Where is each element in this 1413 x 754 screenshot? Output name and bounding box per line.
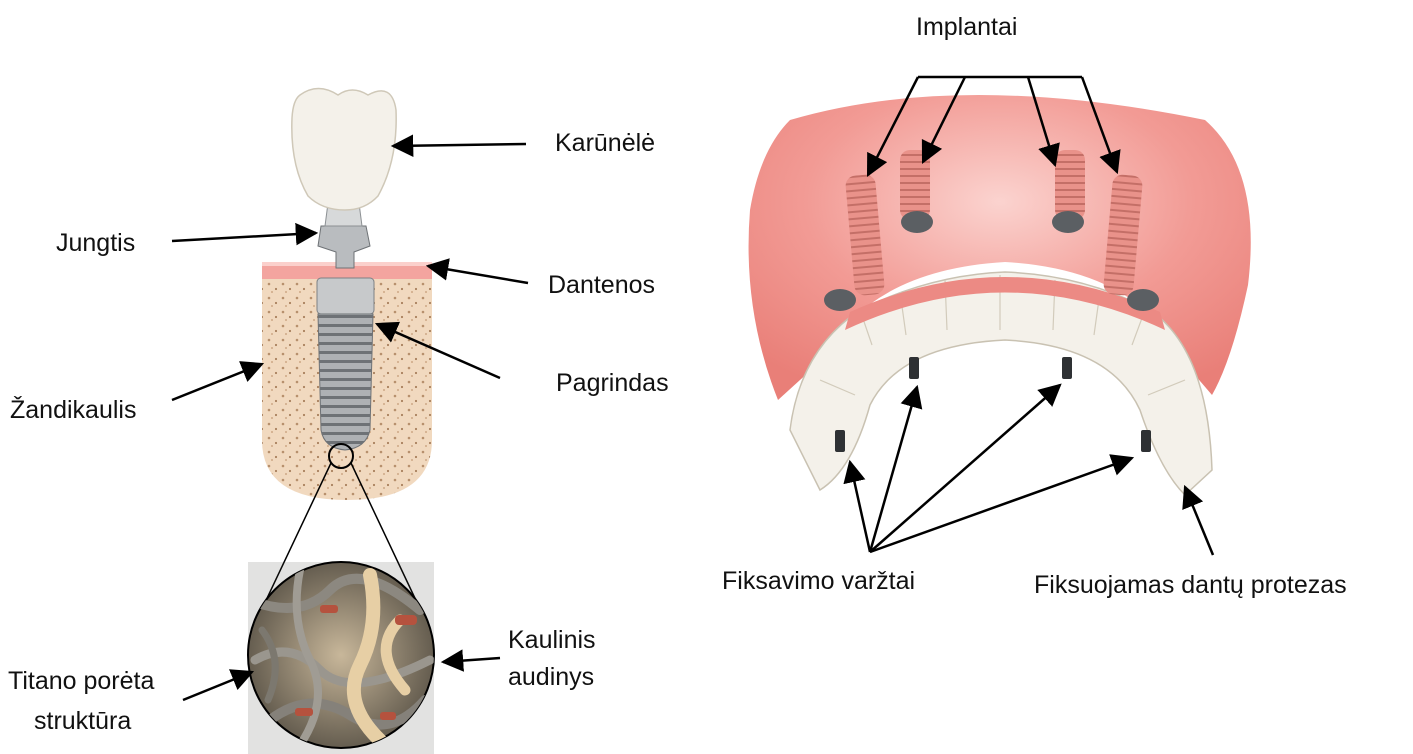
full-arch-illustration — [749, 95, 1251, 495]
label-fixation-screws: Fiksavimo varžtai — [722, 566, 915, 596]
label-bone-tissue-2: audinys — [508, 662, 594, 692]
single-implant-illustration — [248, 89, 434, 754]
porous-structure-closeup — [248, 562, 434, 754]
label-jawbone: Žandikaulis — [10, 395, 136, 425]
label-abutment: Jungtis — [56, 228, 135, 258]
label-gums: Dantenos — [548, 270, 655, 300]
implant-collar — [317, 278, 374, 314]
label-fixed-denture: Fiksuojamas dantų protezas — [1034, 570, 1347, 600]
label-implants: Implantai — [916, 12, 1017, 42]
implant-threads — [318, 314, 373, 450]
label-base: Pagrindas — [556, 368, 669, 398]
label-bone-tissue-1: Kaulinis — [508, 625, 596, 655]
label-porous-2: struktūra — [34, 706, 131, 736]
crown — [292, 89, 396, 211]
label-porous-1: Titano porėta — [8, 666, 154, 696]
abutment — [318, 226, 370, 268]
label-crown: Karūnėlė — [555, 128, 655, 158]
